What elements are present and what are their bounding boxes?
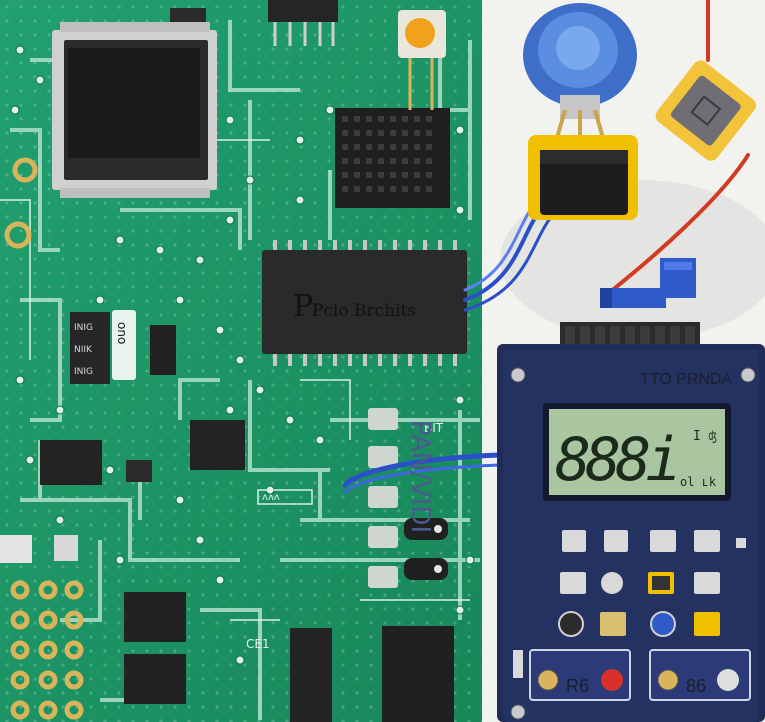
resistor-column	[368, 408, 448, 588]
potentiometer	[523, 3, 637, 146]
silk-bottom: CE1	[246, 637, 270, 651]
meter-knob-panels: R6 86	[529, 649, 751, 701]
lcd-side-top: I ʤ	[693, 429, 717, 444]
ic-chip-bottom-4	[382, 626, 454, 722]
ic-chip-bottom-1	[124, 592, 186, 642]
silk-small: ᴧᴧᴧ	[262, 492, 280, 503]
blue-connector	[600, 258, 696, 308]
knob-label-left: R6	[566, 676, 589, 696]
main-chip: P Pclo Brchits	[262, 240, 467, 366]
yellow-sensor	[655, 60, 756, 161]
small-chip-marking-2: NIIK	[74, 345, 93, 355]
lcd-digits: 888i	[555, 425, 676, 495]
smd-white	[54, 535, 78, 561]
silk-side: BIT	[424, 421, 444, 435]
main-chip-marking: Pclo Brchits	[312, 301, 416, 321]
header-pins	[273, 22, 335, 46]
meter-buttons	[513, 530, 746, 678]
bga-chip	[335, 108, 450, 208]
knob-label-right: 86	[686, 676, 706, 696]
pcb-board: P Pclo Brchits INIG NIIK INIG ono	[0, 0, 482, 722]
smd-chip	[126, 460, 152, 482]
meter-device: TTO PRNDA PAN/VIDI 888i I ʤ ol ʟk	[405, 322, 765, 722]
smd-part	[170, 8, 206, 22]
meter-brand: TTO PRNDA	[640, 371, 732, 388]
gold-pads	[4, 157, 84, 720]
small-chip-marking-1: INIG	[74, 323, 93, 333]
yellow-relay	[528, 135, 638, 220]
connector-left	[0, 535, 32, 563]
meter-side-text: PAN/VIDI	[405, 420, 435, 533]
small-chip-marking-3: INIG	[74, 367, 93, 377]
orange-led	[398, 10, 446, 110]
shadow	[500, 180, 765, 340]
ic-chip-mid	[190, 420, 245, 470]
main-chip-big-letter: P	[293, 289, 313, 324]
ic-chip-bottom-3	[290, 628, 332, 722]
qfp-chip	[52, 22, 217, 198]
ic-chip-left	[40, 440, 102, 485]
ic-chip-bottom-2	[124, 654, 186, 704]
small-chip-group: INIG NIIK INIG ono	[70, 310, 176, 384]
lcd-display: 888i I ʤ ol ʟk	[543, 403, 731, 501]
vertical-label: ono	[115, 322, 129, 344]
lcd-side-bottom: ol ʟk	[680, 475, 717, 489]
header-chip	[268, 0, 338, 22]
